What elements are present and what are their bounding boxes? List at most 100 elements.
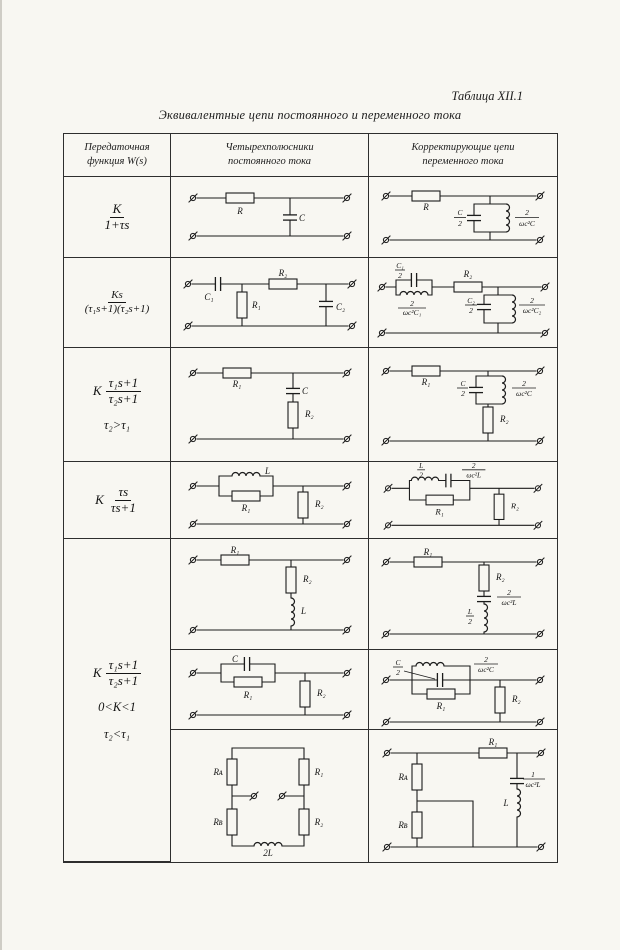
terminal-icon — [182, 320, 193, 331]
label-capacitor: C — [231, 654, 238, 664]
fraction: Ks(τ₁s+1)(τ₂s+1) — [82, 289, 153, 315]
terminal-icon — [533, 520, 543, 531]
header-ac-networks: Корректирующие цепи переменного тока — [369, 134, 557, 177]
label-inductor: L — [502, 798, 508, 808]
terminal-icon — [341, 709, 352, 720]
label-resistor: R₁ — [229, 546, 239, 555]
scan-edge-shadow — [0, 0, 2, 950]
cell-r5a-dc: R₁ R₂ L — [171, 539, 369, 650]
circuit-r2-ac: C₁ 2 2 ωc²C₁ R₂ C₂ 2 2 ω — [376, 261, 550, 338]
terminal-icon — [187, 625, 198, 635]
circuit-r2-dc: C₁ R₁ R₂ C₂ — [182, 268, 357, 331]
header-line: Четырехполюсники — [225, 142, 314, 154]
terminal-icon — [539, 281, 550, 292]
terminal-icon — [187, 709, 198, 720]
svg-text:2: 2 — [461, 389, 465, 398]
terminal-icon — [533, 483, 543, 494]
terminal-icon — [187, 433, 198, 444]
resistor-symbol — [230, 490, 261, 502]
header-line: Передаточная — [84, 142, 150, 154]
label-resistor: R₁ — [313, 767, 323, 777]
resistor-symbol — [296, 491, 309, 519]
terminal-icon — [341, 433, 352, 444]
svg-text:2: 2 — [398, 271, 402, 280]
resistor-symbol — [411, 763, 423, 791]
wires — [230, 747, 305, 847]
cell-r2-ac: C₁ 2 2 ωc²C₁ R₂ C₂ 2 2 ω — [369, 258, 557, 348]
label-resistor: Rᴀ — [212, 767, 222, 777]
svg-text:L: L — [418, 463, 423, 470]
label-resistor: R₁ — [251, 300, 261, 310]
label-pointer — [403, 670, 436, 679]
wires — [195, 475, 344, 525]
label-resistor: R₂ — [316, 688, 326, 698]
label-capacitor: C₂ — [336, 302, 345, 312]
circuit-r4-ac: L 2 2 ωc²L R₁ R₂ — [383, 463, 543, 531]
label-capacitor: C — [302, 386, 309, 396]
terminal-icon — [381, 674, 391, 685]
tf-condition: τ₂>τ₁ — [103, 418, 131, 433]
terminal-icon — [535, 674, 545, 685]
wires — [195, 662, 344, 716]
svg-text:ωc²C: ωc²C — [478, 665, 495, 674]
terminal-icon — [187, 367, 198, 378]
label-resistor: R — [236, 206, 243, 216]
inductor-value-fraction: 2 ωc²C₂ — [518, 296, 545, 315]
resistor-symbol — [452, 280, 483, 293]
header-transfer-function: Передаточная функция W(s) — [64, 134, 171, 177]
tf-condition: τ₂<τ₁ — [103, 727, 131, 742]
terminal-icon — [187, 519, 198, 529]
resistor-symbol — [297, 808, 310, 836]
cell-r2-dc: C₁ R₁ R₂ C₂ — [171, 258, 369, 348]
terminal-icon — [382, 842, 392, 852]
transfer-function: Ks(τ₁s+1)(τ₂s+1) — [82, 289, 153, 315]
inductor-value-fraction: L 2 — [417, 463, 426, 480]
capacitor-symbol — [243, 655, 250, 672]
label-resistor: Rᴀ — [397, 772, 407, 782]
terminal-icon — [341, 231, 352, 241]
circuit-r5c-ac: R₁ Rᴀ Rʙ 1 ωc²L L — [382, 737, 546, 852]
header-dc-networks: Четырехполюсники постоянного тока — [171, 134, 369, 177]
terminal-icon — [535, 191, 545, 201]
label-resistor: R₂ — [495, 572, 505, 582]
wires — [195, 197, 344, 237]
cell-r3-ac: R₁ C 2 2 ωc²C R₂ — [369, 348, 557, 462]
resistor-symbol — [482, 405, 494, 434]
resistor-symbol — [413, 556, 443, 568]
circuit-r4-dc: L R₁ R₂ — [187, 466, 352, 529]
wires — [391, 479, 535, 526]
svg-text:C: C — [457, 208, 463, 217]
wires — [389, 195, 537, 241]
tf-numerator: τ₁s+1 — [105, 657, 142, 674]
terminal-icon — [536, 748, 546, 758]
circuit-r1-dc: R C — [187, 192, 352, 241]
circuit-r1-ac: R C 2 2 ωc²C — [381, 190, 545, 245]
resistor-symbol — [494, 685, 506, 714]
inductor-symbol — [505, 203, 511, 233]
capacitor-symbol — [317, 300, 334, 307]
terminal-icon — [539, 327, 550, 338]
svg-text:ωc²C₂: ωc²C₂ — [522, 306, 541, 315]
tf-numerator: τs — [115, 484, 132, 501]
label-resistor: R₁ — [423, 547, 433, 557]
capacitor-value-fraction: C₂ 2 — [464, 296, 477, 315]
capacitor-symbol — [509, 777, 525, 785]
tf-denominator: τ₂s+1 — [108, 390, 139, 406]
terminal-icon — [276, 791, 287, 801]
resistor-symbol — [493, 493, 505, 521]
resistor-symbol — [224, 192, 255, 204]
resistor-symbol — [411, 190, 441, 202]
terminal-icon — [383, 520, 393, 531]
terminal-icon — [535, 557, 545, 567]
circuit-r5a-ac: R₁ R₂ 2 ωc²L L 2 — [381, 547, 545, 639]
inductor-value-fraction: 2 ωc²C — [515, 208, 539, 228]
resistor-symbol — [478, 747, 508, 759]
svg-text:C: C — [460, 379, 466, 388]
terminal-icon — [381, 435, 391, 446]
circuit-r5c-dc: Rᴀ R₁ Rʙ R₂ 2L — [212, 747, 323, 858]
